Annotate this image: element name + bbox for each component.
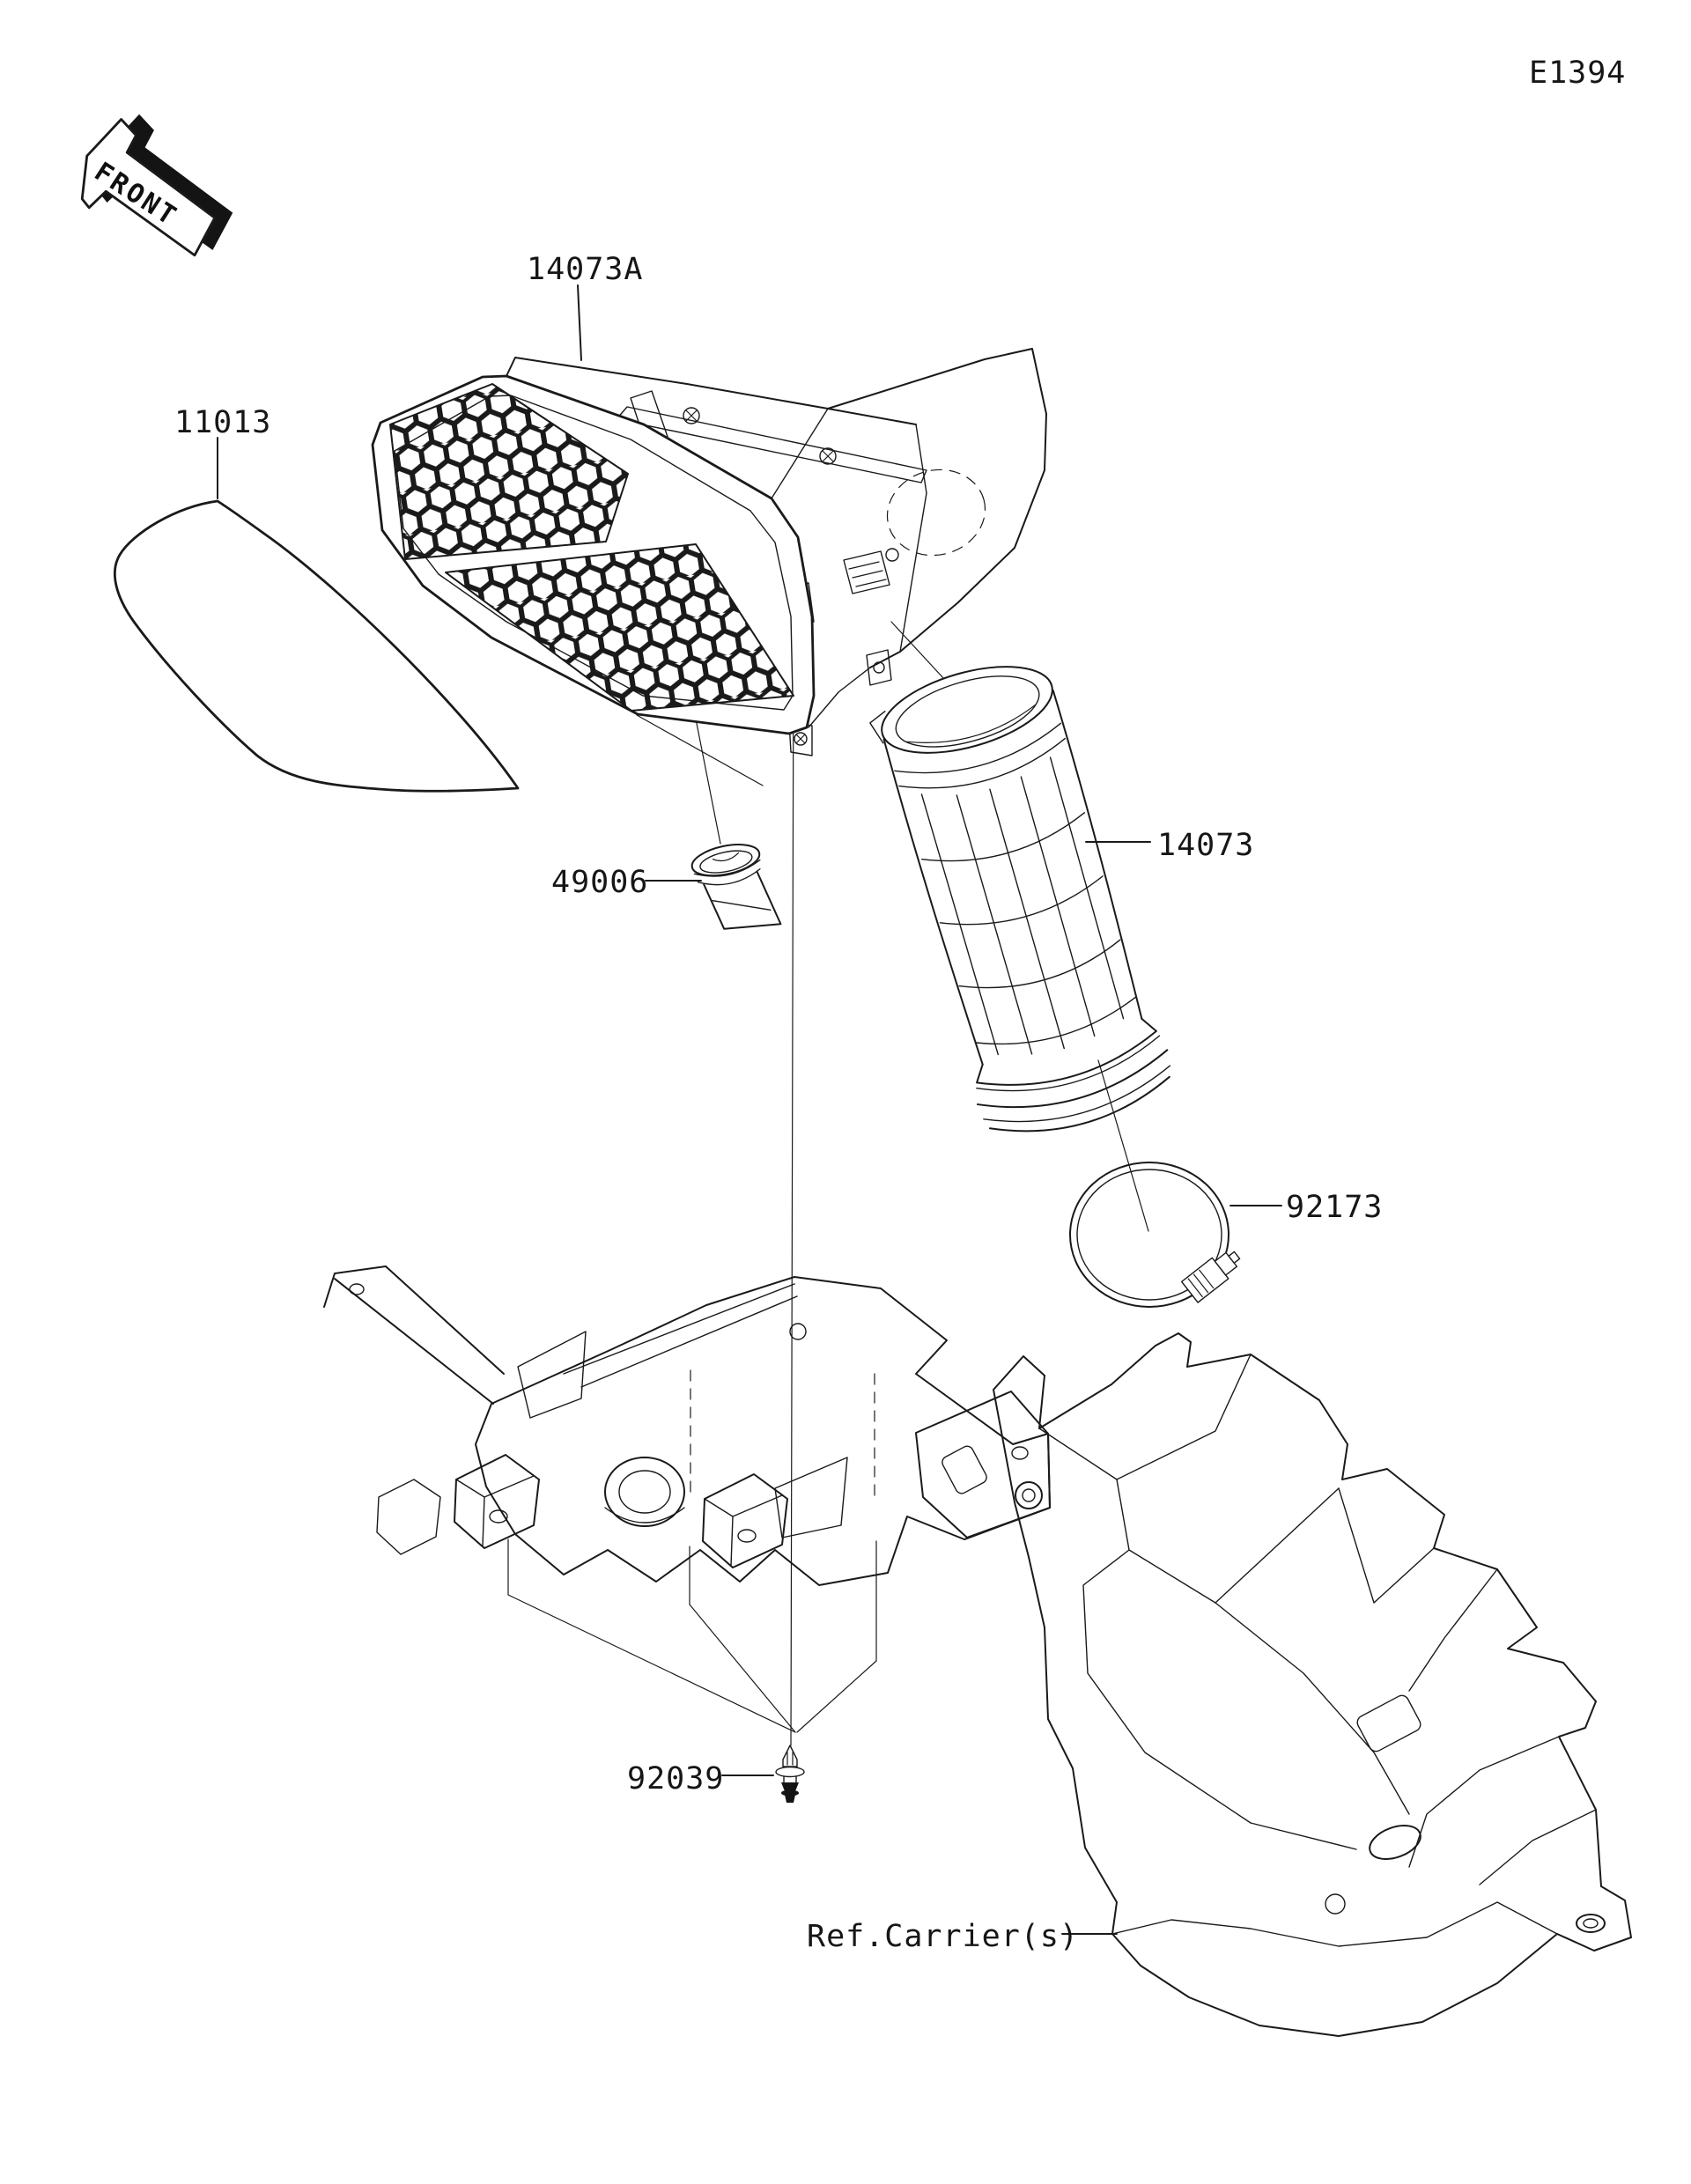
reference-carrier-label: Ref.Carrier(s)	[807, 1919, 1079, 1954]
part-label-11013: 11013	[174, 405, 271, 440]
mounting-bracket	[323, 1265, 1051, 1586]
drain-boot-cap	[690, 844, 782, 930]
element-panel	[113, 499, 520, 793]
projection-lines	[507, 607, 1149, 1746]
part-label-92173: 92173	[1286, 1190, 1383, 1225]
air-duct-screen	[869, 666, 1171, 1133]
carrier-reference-part	[993, 1332, 1632, 2037]
front-direction-marker: FRONT	[80, 114, 233, 257]
hose-clamp	[1069, 1162, 1241, 1308]
part-labels: 14073A 11013 49006 14073 92173 92039 Ref…	[174, 55, 1626, 1954]
part-label-14073: 14073	[1157, 828, 1254, 863]
part-label-14073A: 14073A	[527, 252, 643, 287]
part-label-49006: 49006	[551, 865, 648, 900]
rivet-screw	[775, 1745, 805, 1803]
air-cleaner-housing	[371, 348, 1047, 756]
page-code: E1394	[1529, 55, 1626, 91]
part-label-92039: 92039	[627, 1761, 724, 1797]
leader-lines	[217, 284, 1282, 1935]
